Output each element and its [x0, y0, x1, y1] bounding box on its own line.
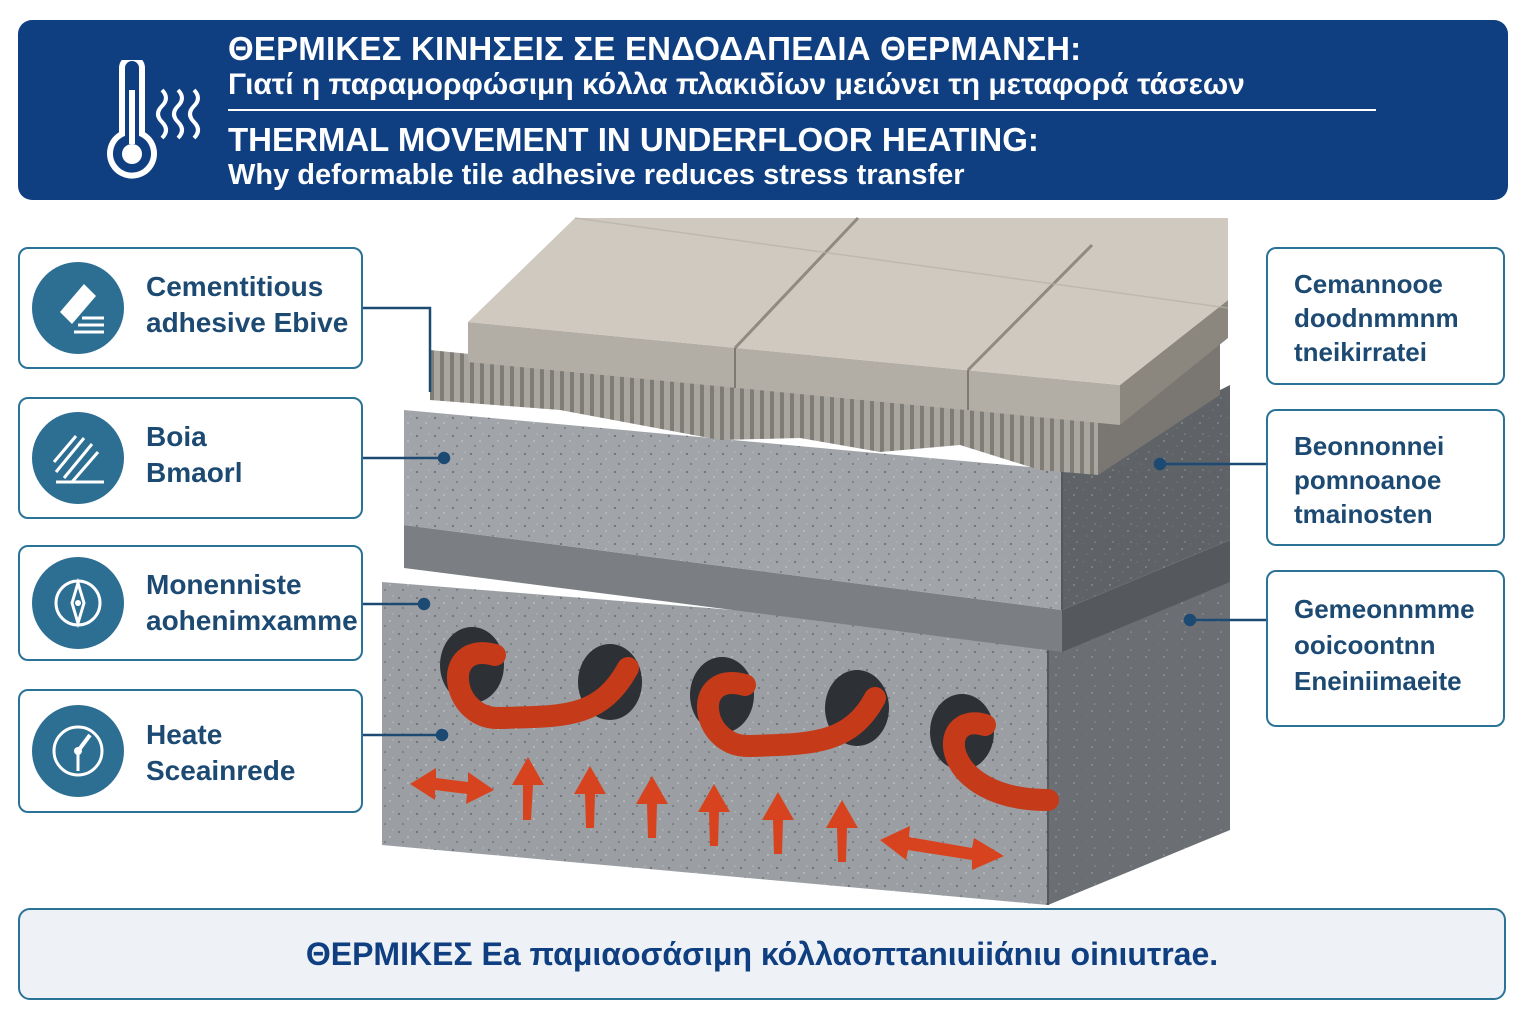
gauge-icon [32, 705, 124, 797]
upward-heat-arrow [826, 800, 858, 862]
label-line-3: tmainosten [1294, 499, 1433, 529]
label-line-1: Gemeonnmme [1294, 594, 1475, 624]
footer-caption: ΘΕΡΜΙΚΕΣ Ea παμιαοσάσιμη κόλλαoπτanιuiiά… [305, 936, 1219, 972]
upward-heat-arrow [698, 784, 730, 846]
label-card-heated-screed: Heate Sceainrede [18, 689, 363, 813]
upward-heat-arrow [762, 792, 794, 854]
label-line-1: Boia [146, 421, 207, 452]
upward-heat-arrow [636, 776, 668, 838]
decoupling-layer [404, 525, 1230, 652]
heating-pipe [942, 712, 1059, 811]
tile-joint [966, 243, 1094, 372]
footer-caption-box: ΘΕΡΜΙΚΕΣ Ea παμιαοσάσιμη κόλλαoπτanιuiiά… [18, 908, 1506, 1000]
label-line-2: adhesive Ebive [146, 307, 349, 338]
header-title-gr: ΘΕΡΜΙΚΕΣ ΚΙΝΗΣΕΙΣ ΣΕ ΕΝΔΟΔΑΠΕΔΙΑ ΘΕΡΜΑΝΣ… [228, 30, 1082, 67]
header-banner: ΘΕΡΜΙΚΕΣ ΚΙΝΗΣΕΙΣ ΣΕ ΕΝΔΟΔΑΠΕΔΙΑ ΘΕΡΜΑΝΣ… [18, 20, 1508, 200]
label-line-2: aohenimxamme [146, 605, 358, 636]
tile-joint [733, 216, 860, 350]
thermal-movement-arrows [410, 757, 1004, 870]
heating-pipes [440, 627, 1059, 811]
label-line-2: Bmaorl [146, 457, 243, 488]
horizontal-expansion-arrow [880, 826, 1004, 870]
label-line-1: Cemannooe [1294, 269, 1443, 299]
label-line-3: tneikirratei [1294, 337, 1427, 367]
label-line-1: Heate [146, 719, 223, 750]
right-label-card-3: Gemeonnmme ooicoontnn Eneiniimaeite [1266, 570, 1505, 727]
screed-layer [404, 385, 1230, 610]
upward-heat-arrow [574, 766, 606, 828]
label-line-2: ooicoontnn [1294, 630, 1436, 660]
right-label-card-2: Beonnonnei pomnoanoe tmainosten [1266, 409, 1505, 546]
compass-icon [32, 557, 124, 649]
label-line-1: Beonnonnei [1294, 431, 1445, 461]
adhesive-trowel-icon [32, 262, 124, 354]
heating-pipe [697, 672, 886, 757]
right-label-card-1: Cemannooe doodnmmnm tneikirratei [1266, 247, 1505, 385]
header-subtitle-gr: Γιατί η παραμορφώσιμη κόλλα πλακιδίων με… [228, 68, 1245, 101]
callout-lines [362, 306, 1268, 742]
upward-heat-arrow [512, 757, 544, 820]
header-title-en: THERMAL MOVEMENT IN UNDERFLOOR HEATING: [228, 121, 1039, 158]
ribbed-adhesive-layer [430, 340, 1220, 475]
tile-layer [468, 216, 1229, 425]
label-line-2: pomnoanoe [1294, 465, 1442, 495]
horizontal-expansion-arrow [410, 768, 494, 804]
header-subtitle-en: Why deformable tile adhesive reduces str… [228, 159, 965, 191]
label-card-layer-2: Boia Bmaorl [18, 397, 363, 519]
label-line-3: Eneiniimaeite [1294, 666, 1462, 696]
thermometer-heat-icon [107, 60, 200, 179]
tile-joint [574, 217, 1229, 309]
heating-pipe [447, 642, 639, 729]
label-line-2: Sceainrede [146, 755, 296, 786]
hatched-layer-icon [32, 412, 124, 504]
label-line-1: Monenniste [146, 569, 302, 600]
label-line-1: Cementitious [146, 271, 324, 302]
header-divider [228, 109, 1376, 111]
label-card-adhesive: Cementitious adhesive Ebive [18, 247, 363, 369]
label-line-2: doodnmmnm [1294, 303, 1459, 333]
label-card-layer-3: Monenniste aohenimxamme [18, 545, 363, 661]
